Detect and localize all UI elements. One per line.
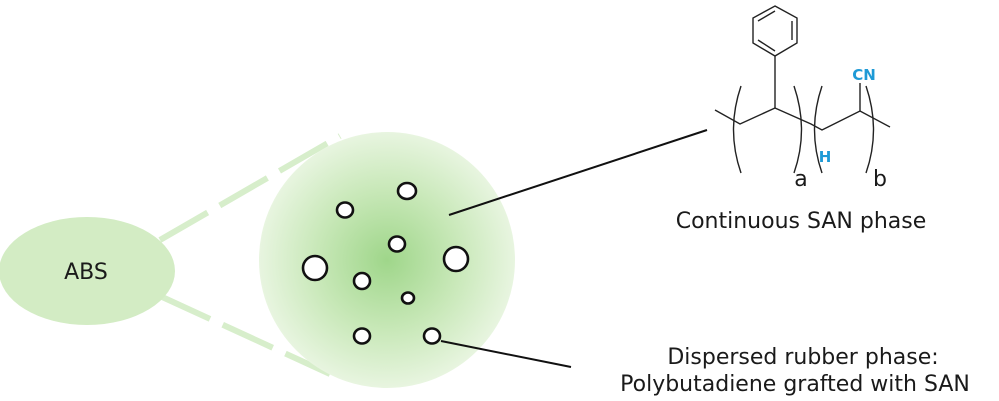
bracket-b-open (813, 85, 823, 174)
san-structure: CN H a b (714, 5, 891, 192)
bracket-b-close (865, 85, 875, 174)
bracket-a-close (793, 85, 803, 174)
phenyl-inner-bond (757, 10, 776, 22)
subscript-a: a (794, 167, 807, 192)
abs-ellipse (0, 217, 175, 325)
rubber-particles (301, 181, 470, 345)
abs-bubble: ABS (0, 217, 175, 325)
phenyl-inner-bond (757, 39, 776, 52)
particle-disc (259, 132, 515, 388)
dispersed-phase-label-line1: Dispersed rubber phase: (667, 345, 938, 370)
hydrogen-label: H (819, 148, 832, 166)
zoom-connectors (158, 133, 342, 377)
rubber-particle (400, 291, 416, 305)
abs-particle (259, 132, 515, 388)
rubber-particle (301, 254, 329, 282)
continuous-phase-leader (448, 129, 708, 216)
subscript-b: b (873, 167, 887, 192)
rubber-particle (335, 201, 355, 219)
continuous-phase-label: Continuous SAN phase (676, 209, 927, 234)
dispersed-phase-label-line2: Polybutadiene grafted with SAN (620, 372, 970, 397)
abs-label: ABS (64, 260, 108, 285)
rubber-particle (352, 327, 372, 345)
zoom-connector-bottom (158, 293, 332, 377)
cyano-label: CN (852, 66, 876, 84)
backbone-chain (714, 107, 891, 131)
bracket-a-open (732, 85, 742, 174)
rubber-particle (352, 271, 372, 291)
rubber-particle (387, 235, 407, 253)
rubber-particle (442, 245, 470, 273)
rubber-particle (422, 327, 442, 345)
rubber-particle (396, 181, 418, 201)
phenyl-ring (752, 5, 798, 57)
dispersed-phase-leader (440, 340, 572, 368)
zoom-connector-top (158, 133, 342, 243)
